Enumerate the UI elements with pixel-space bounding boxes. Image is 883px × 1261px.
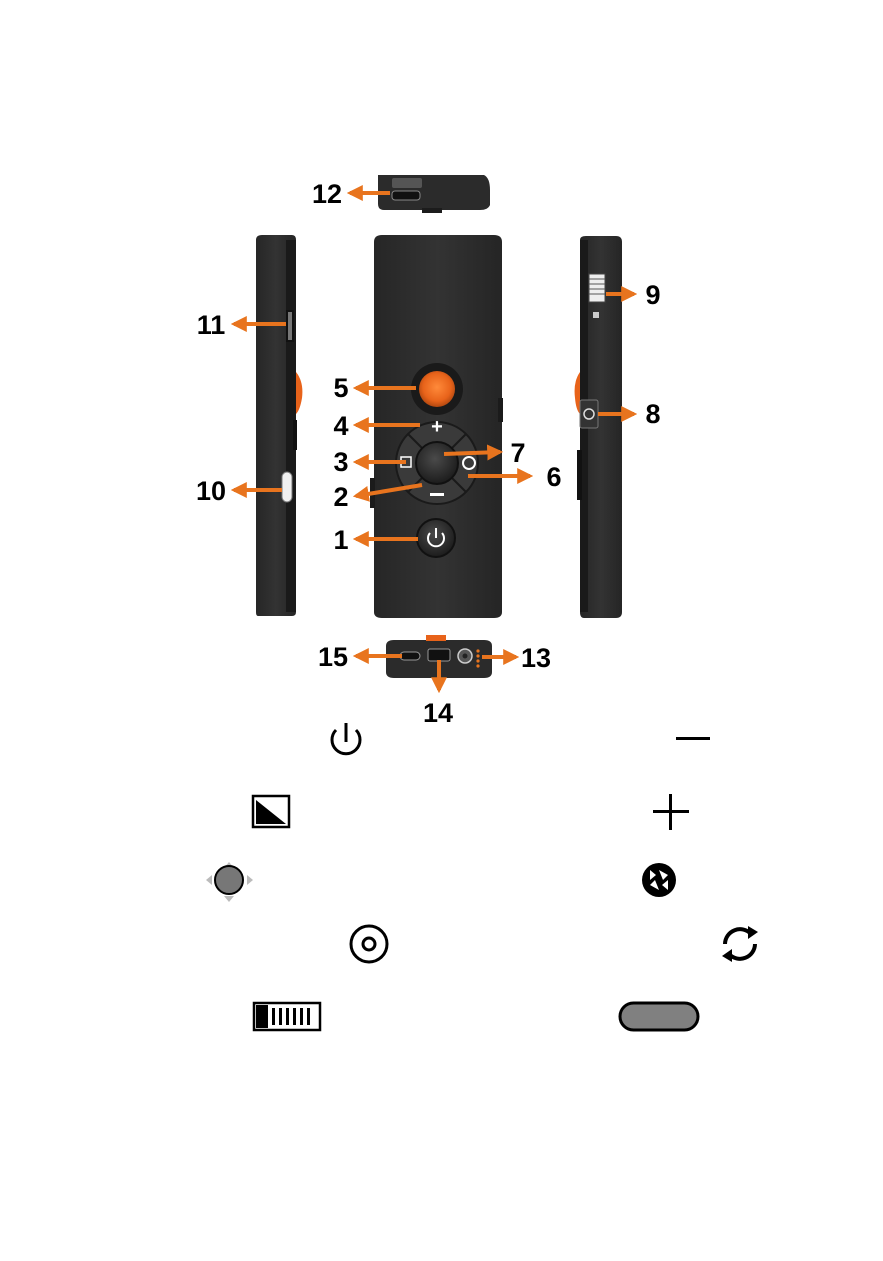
arrow-7 xyxy=(444,452,500,454)
callout-6: 6 xyxy=(546,462,561,492)
callout-10: 10 xyxy=(196,476,226,506)
callout-8: 8 xyxy=(645,399,660,429)
power-icon xyxy=(332,723,360,754)
camera-jack-icon xyxy=(351,926,387,962)
button-pill-icon xyxy=(620,1003,698,1030)
callout-11: 11 xyxy=(197,310,226,340)
callout-12: 12 xyxy=(312,179,342,209)
refresh-icon xyxy=(722,926,758,962)
contrast-icon xyxy=(253,796,289,827)
callout-7: 7 xyxy=(510,438,525,468)
callout-1: 1 xyxy=(333,525,348,555)
callout-13: 13 xyxy=(521,643,551,673)
capture-icon xyxy=(642,863,676,897)
svg-text:+: + xyxy=(431,416,443,438)
callout-14: 14 xyxy=(423,698,453,728)
left-side-view xyxy=(256,235,302,616)
callout-3: 3 xyxy=(333,447,348,477)
callout-15: 15 xyxy=(318,642,348,672)
legend-icons xyxy=(206,723,758,1030)
plus-icon xyxy=(653,794,689,830)
slider-switch-icon xyxy=(254,1003,320,1030)
callout-2: 2 xyxy=(333,482,348,512)
callout-4: 4 xyxy=(333,411,348,441)
callout-9: 9 xyxy=(645,280,660,310)
top-view xyxy=(378,175,490,213)
minus-icon xyxy=(676,737,710,740)
joystick-icon xyxy=(206,862,253,902)
callout-5: 5 xyxy=(333,373,348,403)
